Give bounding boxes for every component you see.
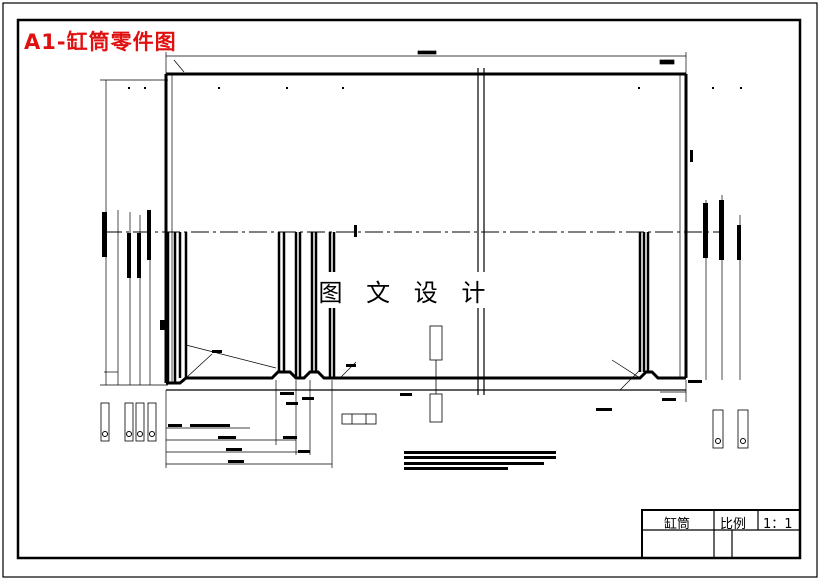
left-dimension-labels [100,210,157,442]
technical-notes [404,451,556,470]
bottom-dimension-labels [168,380,702,463]
surface-marks [128,87,742,367]
watermark-text: 图 文 设 计 [318,272,494,308]
title-block-part-name: 缸筒 [664,517,691,532]
page-title: A1-缸筒零件图 [24,30,177,54]
top-dimension [165,50,687,74]
bottom-dimensions [165,369,687,468]
inner-border [16,18,802,560]
right-dimension-labels [703,200,749,449]
title-block-scale-value: 1：1 [763,517,793,532]
title-block-scale-label: 比例 [720,517,747,532]
tolerance-frames [341,325,443,425]
title-block [641,509,801,559]
detail-lines [171,74,681,383]
